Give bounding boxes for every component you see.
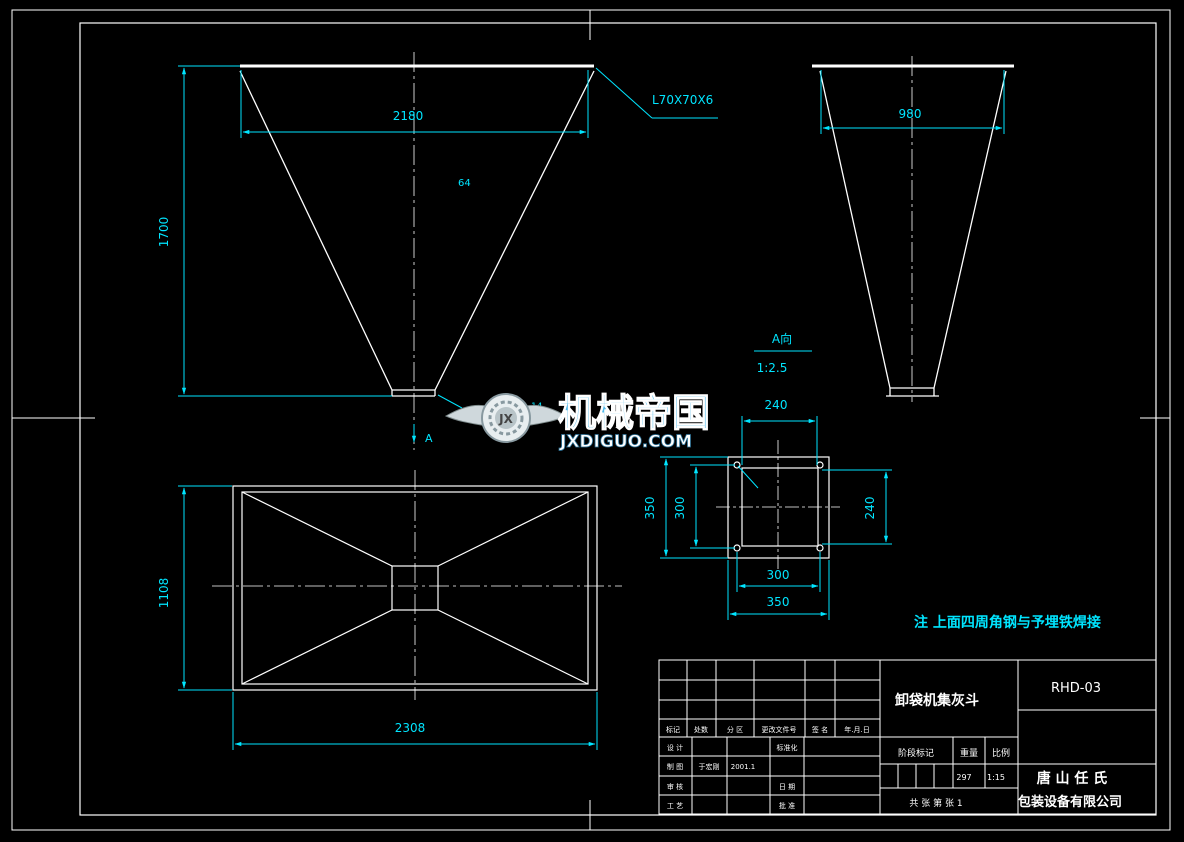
dim-plan-width: 1108	[157, 578, 171, 609]
tb-head-change: 更改文件号	[762, 725, 797, 734]
tb-stage-mark: 阶段标记	[898, 747, 934, 759]
dim-flange-right: 240	[863, 497, 877, 520]
tb-head-mark: 标记	[666, 725, 680, 734]
weld-note: 注 上面四周角钢与予埋铁焊接	[914, 614, 1101, 631]
dim-side-width: 980	[899, 107, 922, 121]
watermark-url: JXDIGUO.COM	[559, 432, 692, 452]
angle-steel-label: L70X70X6	[652, 93, 713, 107]
wing-emblem-icon: JX	[444, 393, 568, 443]
arrow-a-label: A	[425, 432, 433, 445]
dim-front-width: 2180	[393, 109, 424, 123]
tb-drawing-no: RHD-03	[1051, 681, 1101, 696]
watermark-brand: 机械帝国	[558, 391, 710, 435]
tb-row-review: 审 核	[667, 782, 683, 791]
tb-weight-value: 297	[956, 773, 971, 782]
tb-company-line2: 包装设备有限公司	[1018, 794, 1122, 810]
dim-flange-bottom-outer: 350	[767, 595, 790, 609]
tb-head-sign: 签 名	[812, 725, 828, 734]
tb-row-draw: 制 图	[667, 762, 683, 771]
dim-flange-top: 240	[765, 398, 788, 412]
view-a-scale: 1:2.5	[757, 361, 788, 375]
tb-drafter: 于宏刚	[699, 762, 720, 771]
tb-date-label: 日 期	[779, 783, 795, 791]
dim-plan-length: 2308	[395, 721, 426, 735]
emblem-letters: JX	[498, 412, 513, 426]
tb-row-design: 设 计	[667, 743, 683, 752]
dim-flange-left-inner: 300	[673, 497, 687, 520]
drawing-frame	[11, 9, 1171, 831]
tb-head-date: 年.月.日	[844, 725, 869, 734]
dim-flange-bottom-inner: 300	[767, 568, 790, 582]
view-a-title: A向	[772, 331, 792, 346]
tb-row-process: 工 艺	[667, 802, 683, 810]
tb-scale-label: 比例	[992, 747, 1010, 759]
plan-view: 2308 1108	[157, 470, 622, 750]
title-block-text: 标记 处数 分 区 更改文件号 签 名 年.月.日 设 计 标准化 制 图 于宏…	[666, 681, 1122, 810]
tb-head-count: 处数	[694, 725, 708, 734]
tb-approval: 批 准	[779, 801, 795, 810]
center-mark-label: 64	[458, 178, 471, 189]
tb-part-name: 卸袋机集灰斗	[895, 692, 979, 709]
dim-flange-left-outer: 350	[643, 497, 657, 520]
tb-scale-value: 1:15	[987, 773, 1005, 782]
tb-date-value: 2001.1	[731, 763, 756, 771]
tb-head-zone: 分 区	[727, 725, 743, 734]
watermark: JX 机械帝国 JXDIGUO.COM	[444, 390, 711, 452]
view-a-flange: A向 1:2.5	[643, 331, 892, 620]
tb-standardization: 标准化	[777, 743, 798, 752]
tb-company-line1: 唐 山 任 氏	[1037, 770, 1108, 787]
tb-sheets: 共 张 第 张 1	[909, 797, 962, 809]
title-block	[658, 659, 1157, 815]
tb-weight-label: 重量	[960, 747, 978, 759]
side-view: 980	[812, 56, 1014, 402]
dim-front-height: 1700	[157, 217, 171, 248]
